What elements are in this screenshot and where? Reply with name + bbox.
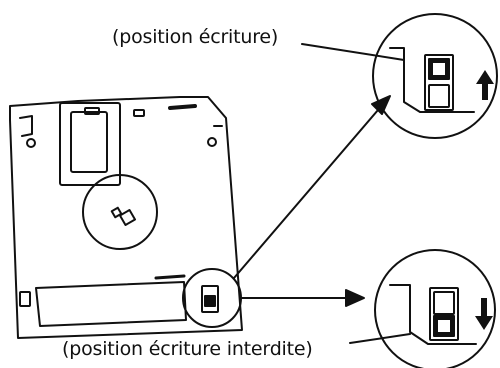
label-write-position: (position écriture) [112, 26, 279, 48]
floppy-disk [9, 96, 243, 339]
arrow-to-write-detail [233, 95, 391, 279]
arrow-down-icon [475, 298, 493, 330]
arrow-up-icon [476, 70, 494, 100]
label-write-protect-position: (position écriture interdite) [62, 338, 313, 360]
disk-switch-magnifier [182, 268, 242, 328]
hub-squares [110, 206, 137, 227]
leader-protect [349, 333, 411, 344]
write-enabled-zoom [372, 13, 498, 139]
arrow-to-protect-detail [240, 289, 365, 307]
write-protect-zoom [374, 249, 496, 368]
leader-write [301, 43, 405, 61]
